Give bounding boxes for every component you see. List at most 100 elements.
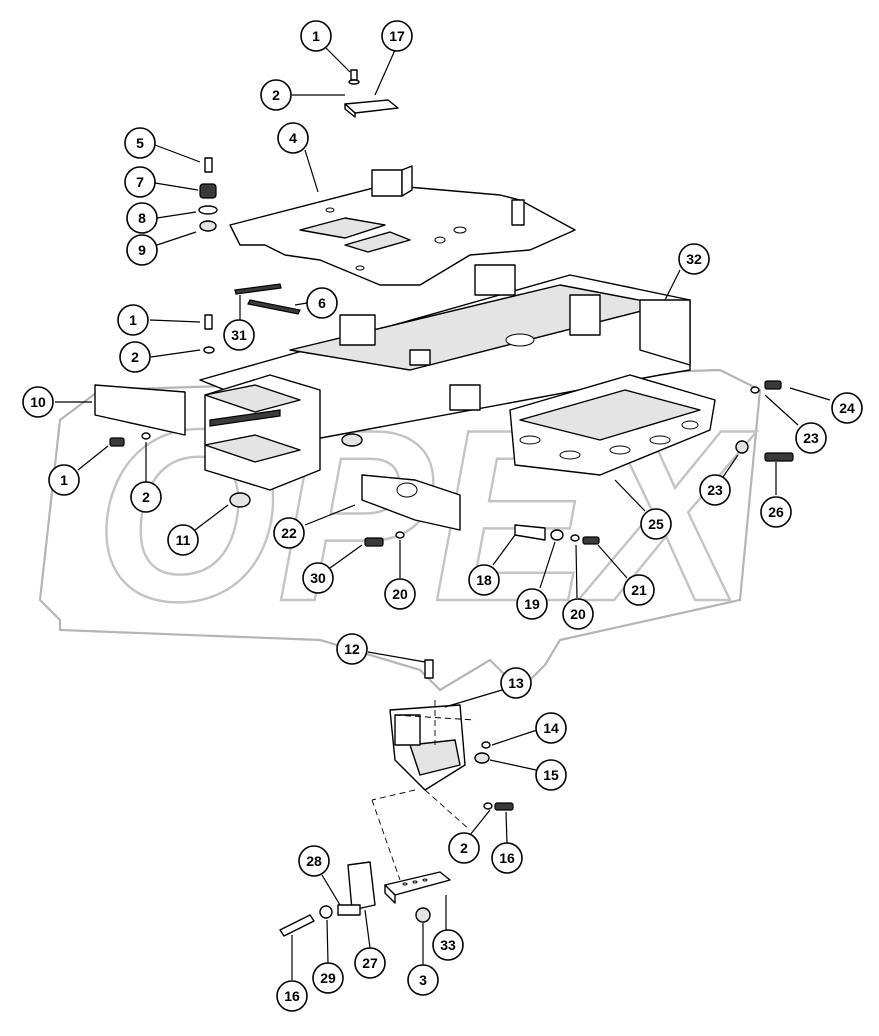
callout-item-18: 18 (468, 564, 500, 596)
callout-item-33: 33 (432, 929, 464, 961)
part-2-washer-mid (203, 346, 215, 354)
callout-label: 30 (310, 570, 326, 586)
callout-circle (302, 562, 334, 594)
callout-item-28: 28 (298, 845, 330, 877)
callout-item-1: 1 (300, 20, 332, 52)
callout-label: 8 (138, 210, 146, 226)
callout-label: 29 (320, 970, 336, 986)
part-7-bushing (199, 183, 217, 199)
part-24-bolt (764, 380, 782, 390)
callout-circle (22, 386, 54, 418)
callout-item-11: 11 (167, 524, 199, 556)
callout-circle (312, 962, 344, 994)
part-20-washer-right (570, 534, 580, 542)
callout-label: 7 (136, 174, 144, 190)
callout-circle (699, 474, 731, 506)
part-6-spring (247, 299, 301, 315)
callout-item-27: 27 (354, 947, 386, 979)
callout-circle (124, 127, 156, 159)
callout-item-17: 17 (381, 20, 413, 52)
callout-item-2: 2 (119, 341, 151, 373)
part-29-washer (319, 905, 333, 919)
callout-circle (468, 564, 500, 596)
callout-circle (432, 929, 464, 961)
callout-circle (276, 980, 308, 1012)
part-17-bracket (344, 99, 399, 118)
part-28-link (337, 904, 361, 916)
callout-label: 23 (707, 482, 723, 498)
callout-label: 27 (362, 955, 378, 971)
callout-circle (126, 234, 158, 266)
callout-label: 16 (499, 850, 515, 866)
callout-circle (126, 202, 158, 234)
callout-item-29: 29 (312, 962, 344, 994)
part-13-step-bracket (371, 700, 476, 881)
callout-item-2: 2 (448, 832, 480, 864)
callout-label: 1 (129, 312, 137, 328)
callout-circle (306, 287, 338, 319)
front-weight-block (204, 374, 321, 491)
callout-label: 33 (440, 937, 456, 953)
callout-circle (298, 845, 330, 877)
callout-label: 31 (231, 327, 247, 343)
callout-label: 25 (648, 516, 664, 532)
callout-item-21: 21 (623, 574, 655, 606)
callout-label: 13 (508, 675, 524, 691)
callout-item-26: 26 (760, 496, 792, 528)
callout-label: 4 (289, 130, 297, 146)
callout-circle (167, 524, 199, 556)
callout-circle (260, 79, 292, 111)
callout-item-14: 14 (535, 712, 567, 744)
callout-label: 20 (392, 586, 408, 602)
callout-item-20: 20 (384, 578, 416, 610)
callout-item-4: 4 (277, 122, 309, 154)
callout-item-2: 2 (130, 481, 162, 513)
part-1-bolt-mid (204, 314, 213, 330)
part-30-bolt (364, 537, 384, 547)
part-21-bolt (582, 536, 600, 545)
callout-label: 2 (142, 489, 150, 505)
watermark-outline (38, 368, 762, 692)
callout-label: 18 (476, 572, 492, 588)
callout-label: 1 (60, 472, 68, 488)
callout-item-10: 10 (22, 386, 54, 418)
callout-item-20: 20 (562, 598, 594, 630)
callout-item-2: 2 (260, 79, 292, 111)
part-5-bolt (204, 157, 213, 173)
callout-label: 28 (306, 853, 322, 869)
part-25-skid-plate (509, 374, 716, 476)
callout-item-25: 25 (640, 508, 672, 540)
part-16-bolt-lower (279, 914, 315, 937)
callout-item-30: 30 (302, 562, 334, 594)
part-1-bolt-top (348, 69, 360, 85)
callout-circle (124, 166, 156, 198)
callout-item-1: 1 (48, 464, 80, 496)
part-8-washer (198, 205, 218, 215)
callout-label: 2 (272, 87, 280, 103)
callout-item-13: 13 (500, 667, 532, 699)
callout-circle (119, 341, 151, 373)
callout-circle (491, 842, 523, 874)
callout-label: 17 (389, 28, 405, 44)
callout-label: 24 (839, 400, 855, 416)
callout-circle (336, 633, 368, 665)
callout-item-16: 16 (491, 842, 523, 874)
callout-label: 6 (318, 295, 326, 311)
callout-label: 19 (524, 596, 540, 612)
callout-item-22: 22 (273, 517, 305, 549)
callout-label: 2 (131, 349, 139, 365)
callout-circle (535, 712, 567, 744)
callout-circle (516, 588, 548, 620)
callout-item-8: 8 (126, 202, 158, 234)
callout-item-1: 1 (117, 304, 149, 336)
part-12-bolt (424, 659, 434, 679)
callout-item-9: 9 (126, 234, 158, 266)
callout-item-12: 12 (336, 633, 368, 665)
callout-circle (407, 964, 439, 996)
part-22-bracket (361, 474, 461, 531)
callout-label: 15 (543, 767, 559, 783)
callout-item-23: 23 (795, 422, 827, 454)
callout-label: 14 (543, 720, 559, 736)
callout-label: 5 (136, 135, 144, 151)
callout-label: 3 (419, 972, 427, 988)
